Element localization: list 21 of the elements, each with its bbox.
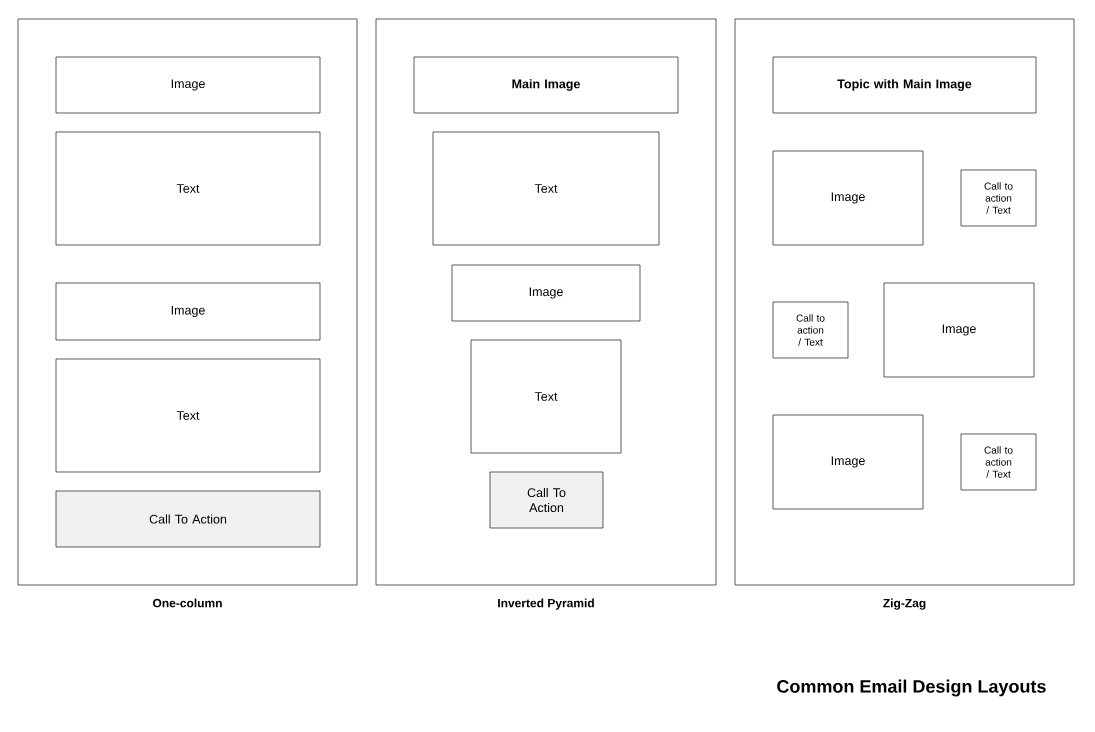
panel-caption: Zig-Zag bbox=[883, 598, 926, 610]
content-box: Text bbox=[55, 131, 321, 246]
button-box: Call To Action bbox=[55, 490, 321, 548]
content-box: Text bbox=[432, 131, 660, 246]
header-box: Topic with Main Image bbox=[772, 56, 1037, 114]
content-box: Call to action / Text bbox=[960, 169, 1037, 227]
content-box: Text bbox=[470, 339, 622, 454]
panel-caption: One-column bbox=[153, 598, 222, 608]
content-box: Image bbox=[451, 264, 641, 322]
content-box: Image bbox=[772, 414, 924, 510]
content-box: Call to action / Text bbox=[960, 433, 1037, 491]
content-box: Image bbox=[772, 150, 924, 246]
button-box: Call To Action bbox=[489, 471, 604, 529]
header-box: Main Image bbox=[413, 56, 679, 114]
content-box: Call to action / Text bbox=[772, 301, 849, 359]
content-box: Image bbox=[883, 282, 1035, 378]
panel-caption: Inverted Pyramid bbox=[498, 598, 594, 610]
diagram-title: Common Email Design Layouts bbox=[777, 679, 1046, 697]
content-box: Text bbox=[55, 358, 321, 473]
content-box: Image bbox=[55, 56, 321, 114]
content-box: Image bbox=[55, 282, 321, 341]
